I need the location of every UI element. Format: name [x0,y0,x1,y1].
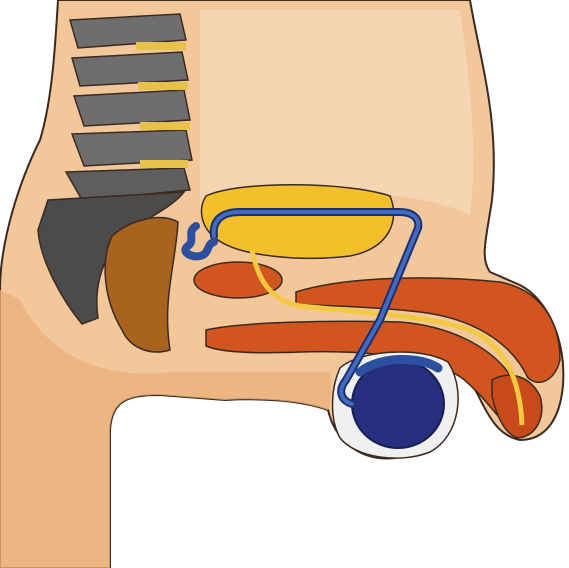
disc [138,82,188,90]
disc [140,160,188,168]
vertebra [72,52,188,86]
abdomen-highlight [200,10,473,215]
vertebra [74,90,190,126]
disc [136,42,186,50]
disc [140,122,190,130]
bladder [202,185,394,259]
